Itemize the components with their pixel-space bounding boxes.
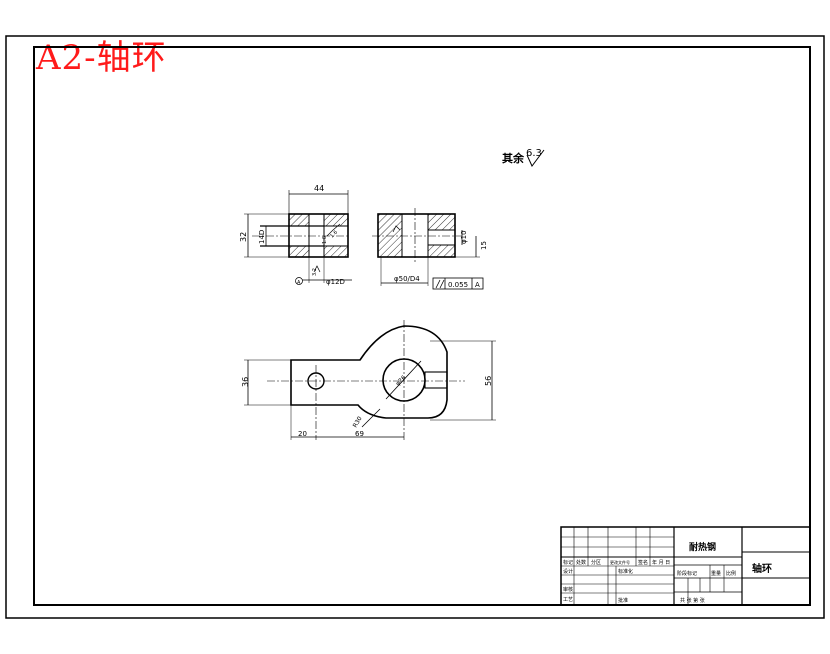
- tb-change-doc: 更改文件号: [610, 559, 630, 565]
- roughness-symbol: [526, 149, 545, 167]
- tb-design: 设计: [563, 568, 573, 575]
- dim-plan-radius: R30: [352, 415, 364, 429]
- dim-right-bore: φ50/D4: [394, 275, 420, 283]
- inner-frame: [33, 46, 811, 606]
- tb-date: 年 月 日: [652, 559, 670, 566]
- datum-marker: [295, 277, 303, 285]
- surface-note-value: 6.3: [526, 148, 542, 159]
- tolerance-datum: A: [475, 281, 480, 289]
- tb-process: 工艺: [563, 597, 573, 603]
- tb-check: 审核: [563, 586, 573, 593]
- section-view-right: φ50/D4 φ10 15 0.055 A: [372, 208, 488, 290]
- tb-scale: 比例: [726, 570, 736, 577]
- dim-plan-bore: φ26: [394, 374, 407, 387]
- tb-part-name: 轴环: [752, 562, 772, 575]
- center-mark: 1.6: [322, 236, 328, 244]
- title-block: 标记 处数 分区 更改文件号 签名 年 月 日 设计 标准化 审核 工艺 批准 …: [560, 526, 811, 606]
- roughness-mark-a: 3.2: [312, 268, 318, 276]
- dim-left-height: 32: [239, 232, 248, 242]
- tb-count: 处数: [576, 559, 586, 566]
- tb-mark: 标记: [563, 559, 573, 566]
- dim-plan-length: 69: [355, 430, 364, 438]
- dim-plan-height: 36: [241, 377, 250, 387]
- plan-view: φ26 R30 36 56 20 69: [241, 320, 496, 440]
- tb-material: 耐热钢: [689, 541, 716, 553]
- tolerance-value: 0.055: [448, 281, 468, 289]
- tb-approve: 批准: [618, 597, 628, 604]
- dim-top-width: 44: [314, 184, 324, 193]
- tb-sheet: 共 张 第 张: [680, 597, 705, 604]
- dim-right-h1: φ10: [460, 230, 468, 244]
- section-view-left: 44 32 14D φ12D A 3.2 1.6 1.6: [239, 184, 352, 286]
- dim-plan-offset: 20: [298, 430, 307, 438]
- tb-zone: 分区: [591, 559, 601, 566]
- dim-right-h2: 15: [480, 241, 488, 250]
- tb-standard: 标准化: [618, 568, 633, 575]
- tb-sign: 签名: [638, 559, 648, 566]
- watermark-title: A2-轴环: [36, 38, 167, 78]
- dim-left-slot: 14D: [258, 230, 266, 244]
- outer-border: [5, 35, 825, 619]
- dim-plan-total-height: 56: [484, 376, 493, 386]
- surface-note-label: 其余: [502, 151, 525, 165]
- datum-letter: A: [297, 280, 301, 286]
- tolerance-frame: [432, 277, 484, 290]
- tb-stage: 阶段标记: [677, 570, 697, 577]
- dim-small-hole: φ12D: [326, 278, 345, 286]
- tb-weight: 重量: [711, 570, 721, 577]
- roughness-mark-b: 1.6: [329, 230, 339, 240]
- surface-note: 其余 6.3: [502, 148, 545, 167]
